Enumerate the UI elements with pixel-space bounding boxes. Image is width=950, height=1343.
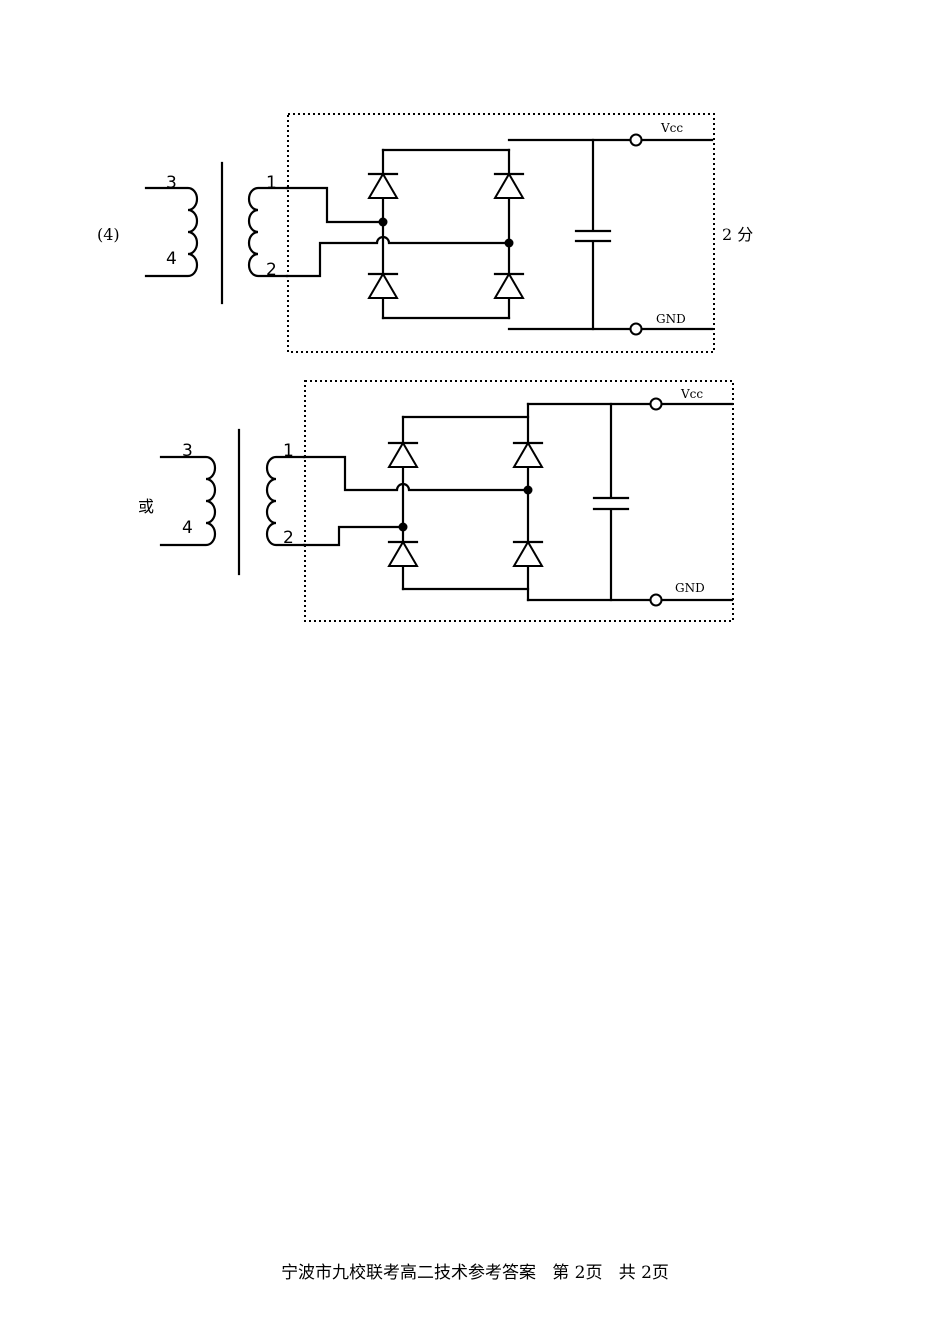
pin-3-label: 3 (166, 173, 177, 193)
score-label: 2 分 (722, 225, 753, 244)
transformer-secondary (265, 455, 306, 547)
pin-4-label: 4 (166, 249, 177, 269)
diode (367, 272, 399, 299)
wire-pin1 (285, 186, 385, 224)
junction-dot (523, 485, 533, 495)
capacitor (574, 138, 612, 331)
junction-dot (504, 238, 514, 248)
vcc-terminal (649, 397, 663, 411)
capacitor (592, 402, 630, 602)
wire-pin2 (285, 235, 511, 278)
diode (493, 172, 525, 199)
enclosure-box (304, 380, 734, 622)
vcc-terminal (629, 133, 643, 147)
diode (512, 540, 544, 567)
diode (387, 441, 419, 468)
wire-pin2 (302, 525, 405, 547)
diode (387, 540, 419, 567)
pin-2-label: 2 (266, 260, 277, 280)
wire-pin1 (302, 455, 530, 492)
circuit-a: (4) 3 4 1 2 (97, 113, 753, 353)
page-footer: 宁波市九校联考高二技术参考答案 第 2页 共 2页 (281, 1263, 669, 1283)
question-label: (4) (97, 225, 120, 244)
alt-label: 或 (138, 497, 154, 516)
junction-dot (378, 217, 388, 227)
junction-dot (398, 522, 408, 532)
gnd-terminal (649, 593, 663, 607)
gnd-terminal (629, 322, 643, 336)
diode (493, 272, 525, 299)
gnd-label: GND (675, 581, 705, 595)
vcc-label: Vcc (680, 387, 703, 401)
vcc-label: Vcc (660, 121, 683, 135)
pin-1-label: 1 (283, 441, 294, 461)
pin-2-label: 2 (283, 528, 294, 548)
circuit-b: 或 3 4 1 2 (138, 380, 734, 622)
transformer-primary (144, 186, 199, 278)
pin-3-label: 3 (182, 441, 193, 461)
pin-1-label: 1 (266, 173, 277, 193)
diode (512, 441, 544, 468)
enclosure-box (287, 113, 715, 353)
diode (367, 172, 399, 199)
pin-4-label: 4 (182, 518, 193, 538)
gnd-label: GND (656, 312, 686, 326)
transformer-secondary (247, 186, 289, 278)
transformer-primary (159, 455, 217, 547)
